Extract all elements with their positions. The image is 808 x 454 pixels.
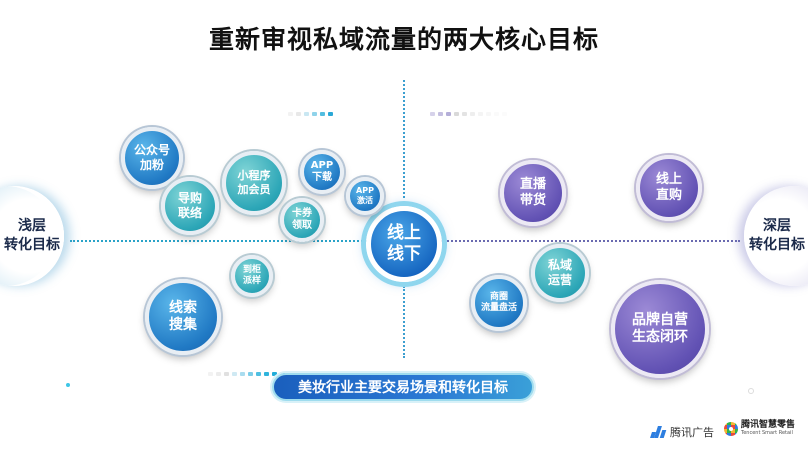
- decor-dash: [446, 112, 451, 116]
- decor-dot: [66, 383, 70, 387]
- node-xiansuo: 线索 搜集: [145, 279, 221, 355]
- tencent-ad-mark-icon: [650, 426, 667, 438]
- node-kaquan: 卡券 领取: [280, 198, 324, 242]
- tencent-ad-logo: 腾讯广告: [650, 424, 714, 440]
- smart-retail-text: 腾讯智慧零售: [741, 420, 796, 430]
- decor-dash: [462, 112, 467, 116]
- deep-goal-label: 深层 转化目标: [744, 186, 808, 286]
- smart-retail-ring-icon: [724, 421, 738, 436]
- smart-retail-en-text: Tencent Smart Retail: [741, 430, 793, 436]
- decor-dash: [248, 372, 253, 376]
- decor-dash: [304, 112, 309, 116]
- decor-dash: [264, 372, 269, 376]
- decor-dashes-top-left: [288, 101, 336, 116]
- decor-dashes-bottom-right: [405, 361, 485, 376]
- decor-dash: [288, 112, 293, 116]
- decor-dash: [486, 112, 491, 116]
- decor-dash: [208, 372, 213, 376]
- decor-dash: [224, 372, 229, 376]
- decor-dash: [430, 112, 435, 116]
- node-pinpai-ziying: 品牌自营 生态闭环: [611, 280, 709, 378]
- decor-dash: [478, 112, 483, 116]
- axis-bottom: [403, 286, 405, 358]
- node-xianshang-zhigou: 线上 直购: [636, 155, 702, 221]
- decor-dot: [748, 388, 754, 394]
- shallow-goal-label: 浅层 转化目标: [0, 186, 64, 286]
- node-xiaochengxu: 小程序 加会员: [222, 151, 286, 215]
- decor-dash: [320, 112, 325, 116]
- decor-dash: [272, 372, 277, 376]
- node-shangquan: 商圈 流量盘活: [471, 275, 527, 331]
- decor-dash: [470, 112, 475, 116]
- axis-right: [440, 240, 740, 242]
- decor-dash: [296, 112, 301, 116]
- node-gongzhonghao: 公众号 加粉: [121, 127, 183, 189]
- decor-dash: [502, 112, 507, 116]
- decor-dash: [232, 372, 237, 376]
- node-app-activate: APP 激活: [346, 177, 384, 215]
- node-app-download: APP 下载: [300, 150, 344, 194]
- page-title: 重新审视私域流量的两大核心目标: [208, 25, 599, 54]
- tencent-smart-retail-logo: 腾讯智慧零售 Tencent Smart Retail: [724, 421, 795, 436]
- decor-dashes-top-right: [430, 101, 510, 116]
- scene-banner: 美妆行业主要交易场景和转化目标: [272, 373, 534, 401]
- decor-dash: [216, 372, 221, 376]
- decor-dash: [240, 372, 245, 376]
- axis-top: [403, 80, 405, 198]
- decor-dash: [328, 112, 333, 116]
- node-daogui: 到柜 派样: [231, 255, 273, 297]
- decor-dash: [454, 112, 459, 116]
- node-zhibo: 直播 带货: [500, 160, 566, 226]
- decor-dash: [438, 112, 443, 116]
- axis-left: [70, 240, 370, 242]
- decor-dashes-bottom-left: [208, 361, 288, 376]
- decor-dash: [312, 112, 317, 116]
- node-siyu: 私域 运营: [531, 244, 589, 302]
- node-daogou: 导购 联络: [161, 177, 219, 235]
- decor-dash: [494, 112, 499, 116]
- tencent-ad-text: 腾讯广告: [670, 426, 714, 439]
- online-offline-center: 线上 线下: [366, 206, 442, 282]
- decor-dash: [256, 372, 261, 376]
